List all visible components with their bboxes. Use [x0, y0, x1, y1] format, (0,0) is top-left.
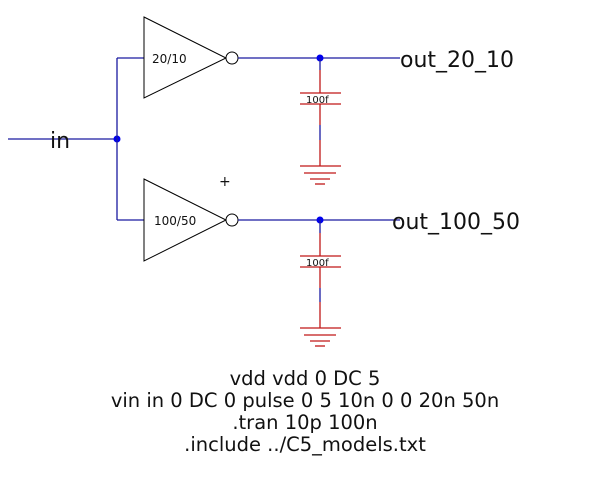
out1-net-label: out_20_10 [400, 48, 514, 73]
directive-line: .include ../C5_models.txt [184, 433, 426, 456]
cap-value-label: 100f [306, 258, 329, 269]
inverter-size-label: 100/50 [154, 214, 196, 228]
input-net-label: in [50, 129, 70, 154]
ground-icon [300, 165, 341, 185]
inverter-bubble [225, 213, 239, 227]
capacitor-1[interactable]: 100f [300, 58, 341, 166]
spice-directives[interactable]: vdd vdd 0 DC 5 vin in 0 DC 0 pulse 0 5 1… [0, 368, 610, 456]
capacitor-2[interactable]: 100f [300, 220, 341, 328]
inverter-size-label: 20/10 [152, 52, 187, 66]
inverter-triangle [143, 178, 228, 262]
directive-line: vin in 0 DC 0 pulse 0 5 10n 0 0 20n 50n [110, 389, 500, 412]
cursor-crosshair: + [219, 174, 231, 190]
inverter-100-50[interactable]: 100/50 [143, 178, 239, 262]
directive-line: vdd vdd 0 DC 5 [229, 367, 381, 390]
directive-line: .tran 10p 100n [232, 411, 378, 434]
inverter-20-10[interactable]: 20/10 [143, 16, 239, 99]
inverter-bubble [225, 51, 239, 65]
out2-net-label: out_100_50 [392, 210, 520, 235]
inverter-triangle [143, 16, 228, 99]
cap-value-label: 100f [306, 95, 329, 106]
ground-icon [300, 327, 341, 347]
